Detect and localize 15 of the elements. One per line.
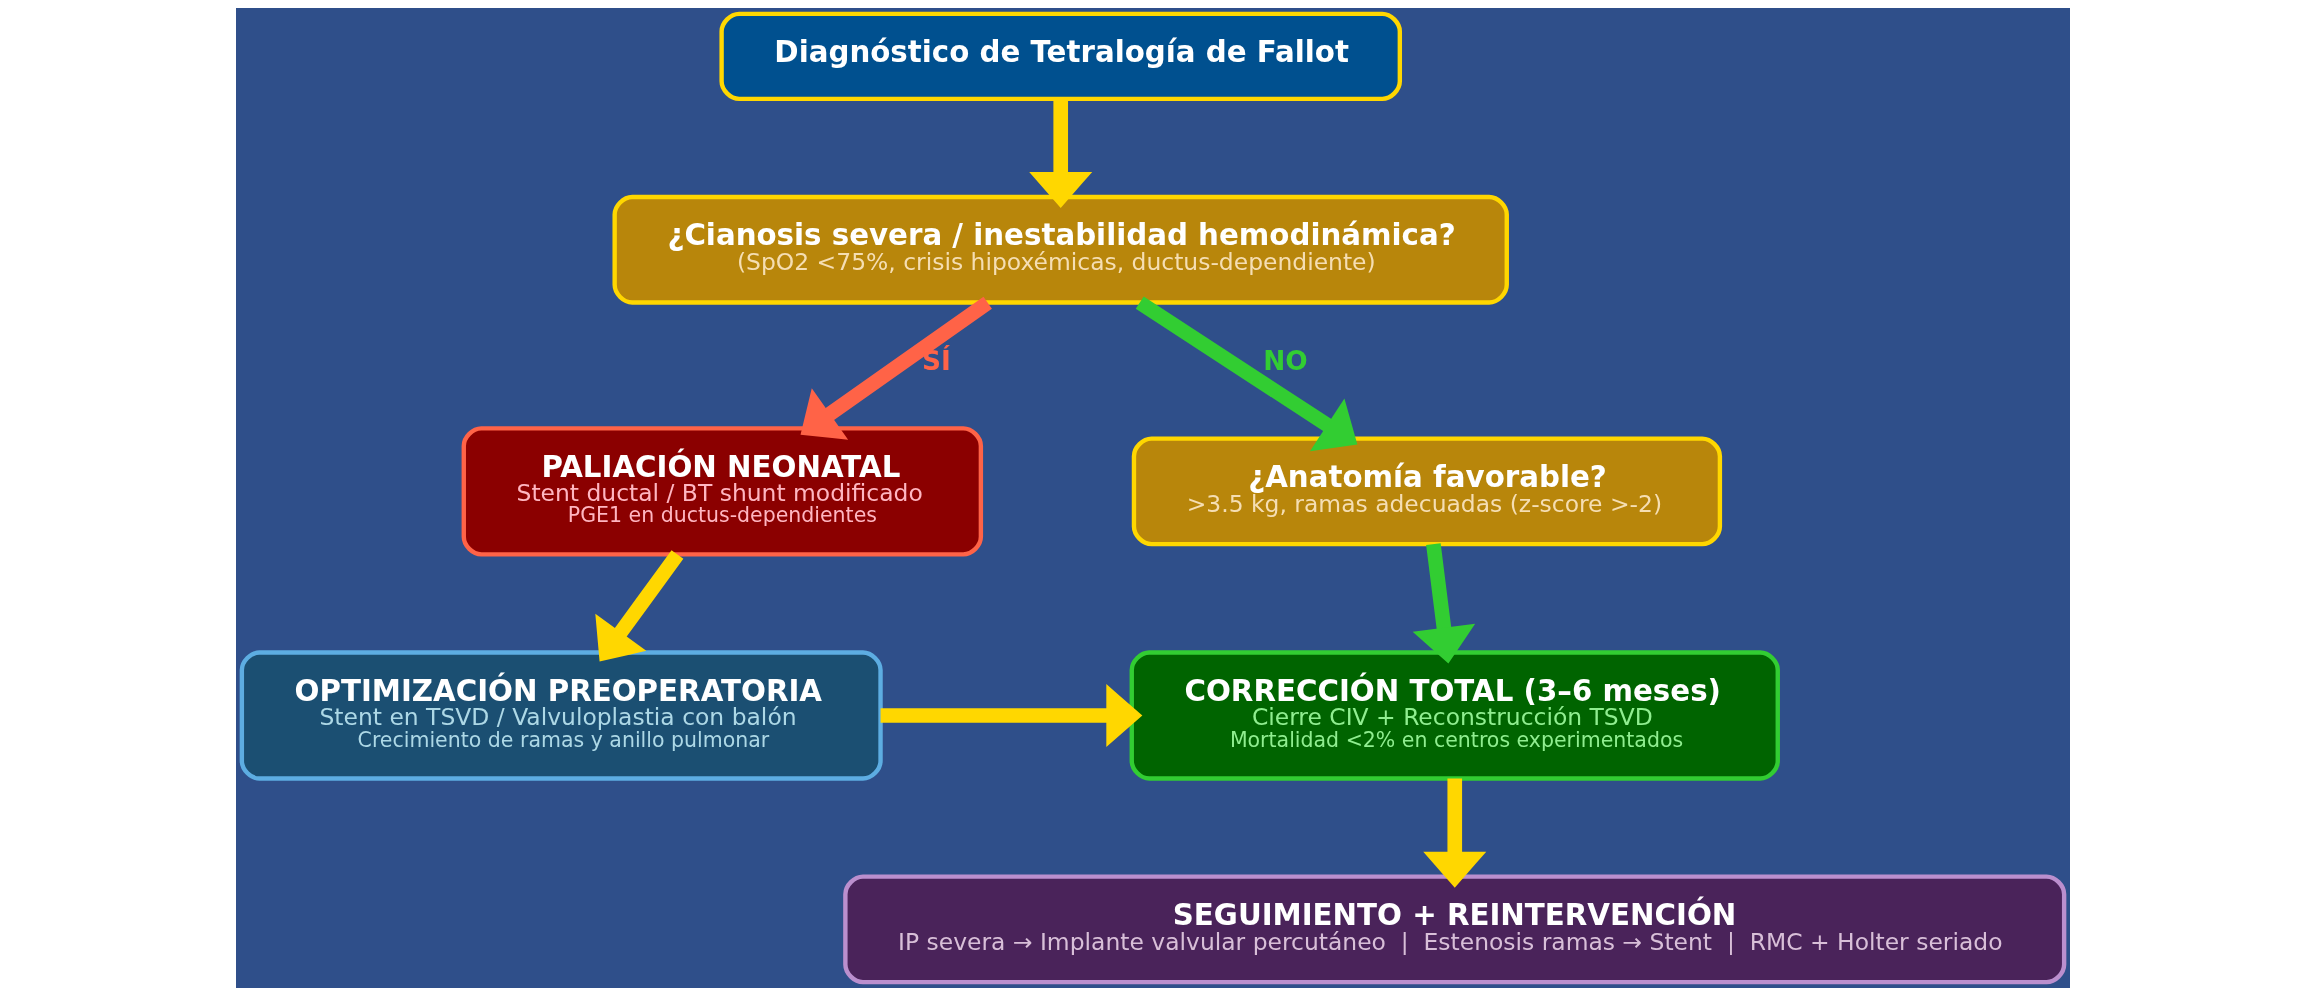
node-box: ¿Anatomía favorable? >3.5 kg, ramas adecuadas (z-score >-2) [1131, 436, 1722, 547]
node-box: SEGUIMIENTO + REINTERVENCIÓN IP severa → Implante valvular percutáneo | Estenosis ramas → Stent | RMC + Holter seriado [842, 874, 2066, 985]
arrow [1422, 778, 1486, 888]
arrow [594, 550, 683, 662]
node-box: ¿Cianosis severa / inestabilidad hemodinámica? (SpO2 <75%, crisis hipoxémicas, ductus-dependiente) [611, 194, 1509, 305]
arrow [1028, 99, 1092, 208]
node-box: CORRECCIÓN TOTAL (3–6 meses) Cierre CIV + Reconstrucción TSVD Mortalidad <2% en centros experimentados [1129, 650, 1780, 781]
node-box: OPTIMIZACIÓN PREOPERATORIA Stent en TSVD / Valvuloplastia con balón Crecimiento de ramas y anillo pulmonar [239, 650, 883, 781]
arrow [1412, 543, 1475, 664]
node-box: PALIACIÓN NEONATAL Stent ductal / BT shunt modificado PGE1 en ductus-dependientes [461, 426, 983, 557]
arrow [880, 684, 1142, 748]
edge-label: NO [1262, 346, 1308, 377]
arrow [1135, 296, 1357, 452]
arrow [800, 296, 992, 440]
node-box: Diagnóstico de Tetralogía de Fallot [718, 11, 1402, 102]
